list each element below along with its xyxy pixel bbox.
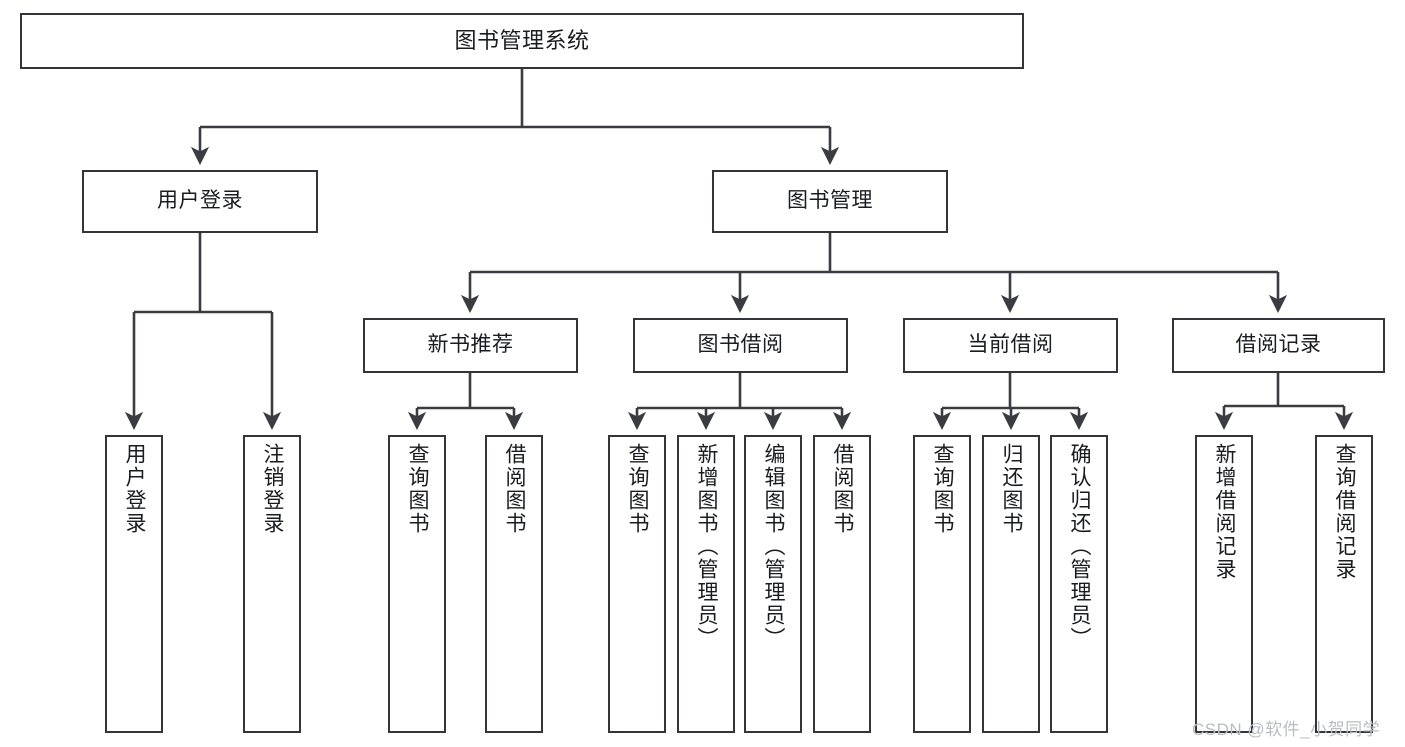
node-book-manage-label: 图书管理 xyxy=(787,189,873,213)
edge-group-book-borrow xyxy=(627,373,852,431)
node-leaf-edit-book[interactable]: 编辑图书（管理员） xyxy=(744,435,802,733)
node-leaf-add-record[interactable]: 新增借阅记录 xyxy=(1195,435,1253,733)
node-leaf-add-record-label: 新增借阅记录 xyxy=(1213,443,1237,581)
node-leaf-user-login-label: 用户登录 xyxy=(123,443,147,535)
node-leaf-query-book-1-label: 查询图书 xyxy=(406,443,430,535)
node-leaf-borrow-book-1-label: 借阅图书 xyxy=(503,443,527,535)
node-root-label: 图书管理系统 xyxy=(454,28,590,54)
node-leaf-borrow-book-1[interactable]: 借阅图书 xyxy=(485,435,543,733)
edge-group-book-manage xyxy=(460,233,1288,314)
node-new-book-recommend[interactable]: 新书推荐 xyxy=(363,318,578,373)
edge-group-root xyxy=(190,69,840,166)
edge-group-user-login xyxy=(124,233,282,431)
node-leaf-confirm-return-label: 确认归还（管理员） xyxy=(1068,443,1092,650)
node-leaf-query-book-2[interactable]: 查询图书 xyxy=(608,435,666,733)
node-leaf-user-login[interactable]: 用户登录 xyxy=(105,435,163,733)
node-leaf-query-book-2-label: 查询图书 xyxy=(626,443,650,535)
edge-group-current-borrow xyxy=(932,373,1089,431)
node-leaf-query-book-1[interactable]: 查询图书 xyxy=(388,435,446,733)
node-borrow-record-label: 借阅记录 xyxy=(1235,333,1322,357)
edge-group-borrow-record xyxy=(1214,373,1354,431)
node-leaf-borrow-book-2[interactable]: 借阅图书 xyxy=(813,435,871,733)
node-leaf-add-book-label: 新增图书（管理员） xyxy=(695,443,719,650)
node-user-login-label: 用户登录 xyxy=(157,189,243,213)
node-leaf-query-record-label: 查询借阅记录 xyxy=(1333,443,1357,581)
node-book-manage[interactable]: 图书管理 xyxy=(712,170,948,233)
node-leaf-borrow-book-2-label: 借阅图书 xyxy=(831,443,855,535)
node-leaf-user-logout[interactable]: 注销登录 xyxy=(243,435,301,733)
node-current-borrow[interactable]: 当前借阅 xyxy=(903,318,1118,373)
edge-group-new-book-recommend xyxy=(407,373,524,431)
node-leaf-confirm-return[interactable]: 确认归还（管理员） xyxy=(1050,435,1108,733)
node-current-borrow-label: 当前借阅 xyxy=(967,333,1054,357)
node-book-borrow[interactable]: 图书借阅 xyxy=(633,318,848,373)
node-leaf-return-book[interactable]: 归还图书 xyxy=(982,435,1040,733)
node-leaf-query-book-3-label: 查询图书 xyxy=(931,443,955,535)
node-leaf-user-logout-label: 注销登录 xyxy=(261,443,285,535)
node-book-borrow-label: 图书借阅 xyxy=(697,333,784,357)
node-leaf-query-book-3[interactable]: 查询图书 xyxy=(913,435,971,733)
node-leaf-edit-book-label: 编辑图书（管理员） xyxy=(762,443,786,650)
node-leaf-query-record[interactable]: 查询借阅记录 xyxy=(1315,435,1373,733)
node-leaf-return-book-label: 归还图书 xyxy=(1000,443,1024,535)
node-new-book-recommend-label: 新书推荐 xyxy=(427,333,514,357)
node-leaf-add-book[interactable]: 新增图书（管理员） xyxy=(677,435,735,733)
node-root[interactable]: 图书管理系统 xyxy=(20,13,1024,69)
node-borrow-record[interactable]: 借阅记录 xyxy=(1172,318,1385,373)
node-user-login[interactable]: 用户登录 xyxy=(82,170,318,233)
